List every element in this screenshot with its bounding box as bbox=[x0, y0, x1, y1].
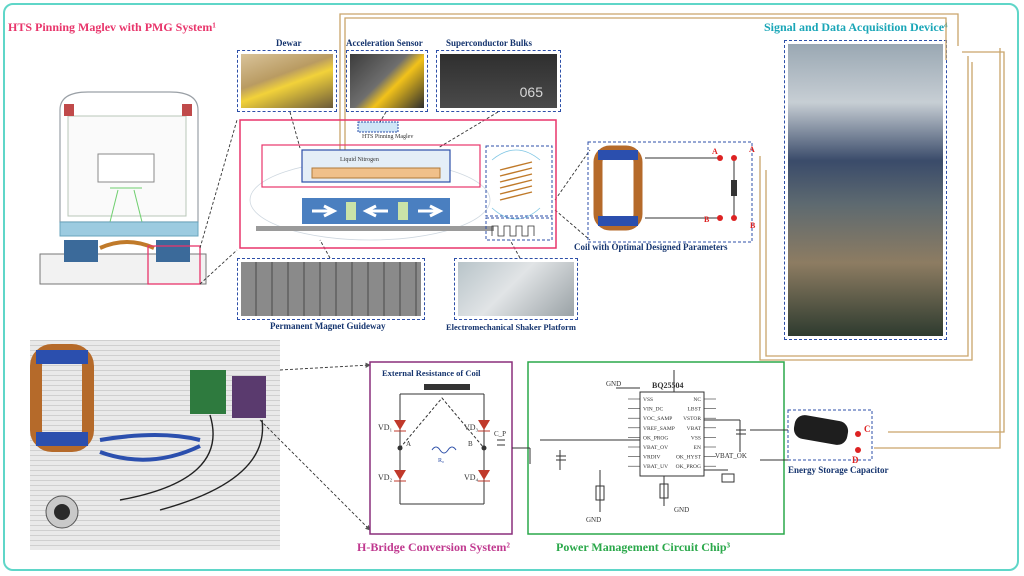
chip-pin-right-7: OK_PROG bbox=[676, 464, 701, 470]
bulks-label: Superconductor Bulks bbox=[446, 38, 532, 48]
maglev-title: HTS Pinning Maglev with PMG System¹ bbox=[8, 20, 216, 34]
chip-name: BQ25504 bbox=[652, 381, 684, 390]
chip-pin-left-0: VSS bbox=[643, 397, 653, 403]
coil-drawing bbox=[587, 141, 753, 243]
chip-pin-left-6: VRDIV bbox=[643, 455, 660, 461]
chip-pin-right-2: VSTOR bbox=[683, 416, 701, 422]
node-c: C bbox=[864, 424, 871, 434]
hb-node-a: A bbox=[406, 440, 411, 448]
hb-r-label: R₀ bbox=[438, 458, 444, 464]
chip-pin-right-3: VBAT bbox=[687, 426, 702, 432]
dashed-connectors bbox=[199, 111, 591, 531]
chip-pin-right-6: OK_HYST bbox=[676, 455, 702, 461]
bulks-photo: 065 bbox=[436, 50, 561, 112]
shaker-label: Electromechanical Shaker Platform bbox=[446, 322, 576, 332]
chip-pin-right-1: LBST bbox=[688, 407, 702, 413]
hbridge-title: H-Bridge Conversion System² bbox=[357, 540, 510, 554]
daq-title: Signal and Data Acquisition Device⁴ bbox=[764, 20, 948, 34]
accel-label: Acceleration Sensor bbox=[346, 38, 423, 48]
chip-pin-left-4: OK_PROG bbox=[643, 435, 668, 441]
chip-pin-right-4: VSS bbox=[691, 435, 701, 441]
node-b-right: B bbox=[750, 221, 756, 230]
chip-pin-left-7: VBAT_UV bbox=[643, 464, 668, 470]
breadboard-parts bbox=[30, 344, 266, 529]
chip-pin-right-5: EN bbox=[694, 445, 701, 451]
liquid-n2-label: Liquid Nitrogen bbox=[340, 157, 379, 163]
node-d: D bbox=[852, 455, 859, 465]
node-a-right: A bbox=[749, 145, 755, 154]
accel-sensor-photo bbox=[346, 50, 428, 112]
node-b-left: B bbox=[704, 215, 710, 224]
node-a-left: A bbox=[712, 147, 718, 156]
maglev-small-label: HTS Pinning Maglev bbox=[362, 134, 413, 140]
capacitor-label: Energy Storage Capacitor bbox=[788, 465, 889, 475]
chip-pin-right-0: NC bbox=[693, 397, 701, 403]
guideway-label: Permanent Magnet Guideway bbox=[270, 321, 386, 331]
vd4-label: VD₄ bbox=[464, 473, 479, 482]
coil-label: Coil with Optimal Designed Parameters bbox=[574, 242, 728, 252]
outer-frame bbox=[3, 3, 1019, 571]
vd1-label: VD₁ bbox=[378, 423, 393, 432]
signal-wires bbox=[339, 13, 1005, 449]
chip-pin-left-3: VREF_SAMP bbox=[643, 426, 675, 432]
chip-left-pins: VSS VIN_DC VOC_SAMP VREF_SAMP OK_PROG VBAT_OV… bbox=[628, 397, 675, 470]
ext-res-label: External Resistance of Coil bbox=[382, 368, 481, 378]
guideway-photo bbox=[237, 258, 425, 320]
hbridge-box: External Resistance of Coil bbox=[369, 361, 513, 535]
chip-right-pins: NC LBST VSTOR VBAT VSS EN OK_HYST OK_PROG bbox=[676, 397, 716, 470]
chip-pin-left-2: VOC_SAMP bbox=[643, 416, 672, 422]
pmc-box bbox=[512, 361, 788, 535]
bulk-number: 065 bbox=[519, 84, 543, 100]
chip-vbat-ok: VBAT_OK bbox=[715, 452, 747, 460]
capacitor-drawing bbox=[787, 409, 873, 461]
chip-pin-left-1: VIN_DC bbox=[643, 407, 663, 413]
daq-photo bbox=[784, 40, 947, 340]
pmg-schematic: HTS Pinning Maglev Liquid Nitrogen bbox=[239, 119, 557, 249]
hb-node-b: B bbox=[468, 440, 473, 448]
vd3-label: VD₃ bbox=[464, 423, 479, 432]
dewar-photo bbox=[237, 50, 337, 112]
chip-gnd: GND bbox=[606, 380, 621, 388]
chip-pin-left-5: VBAT_OV bbox=[643, 445, 668, 451]
chip-gnd2: GND bbox=[586, 516, 601, 524]
dewar-label: Dewar bbox=[276, 38, 302, 48]
vd2-label: VD₂ bbox=[378, 473, 393, 482]
shaker-photo bbox=[454, 258, 578, 320]
maglev-vehicle bbox=[39, 91, 207, 285]
hb-cp: C_P bbox=[494, 430, 506, 438]
chip-gnd3: GND bbox=[674, 506, 689, 514]
pmc-title: Power Management Circuit Chip³ bbox=[556, 540, 731, 554]
